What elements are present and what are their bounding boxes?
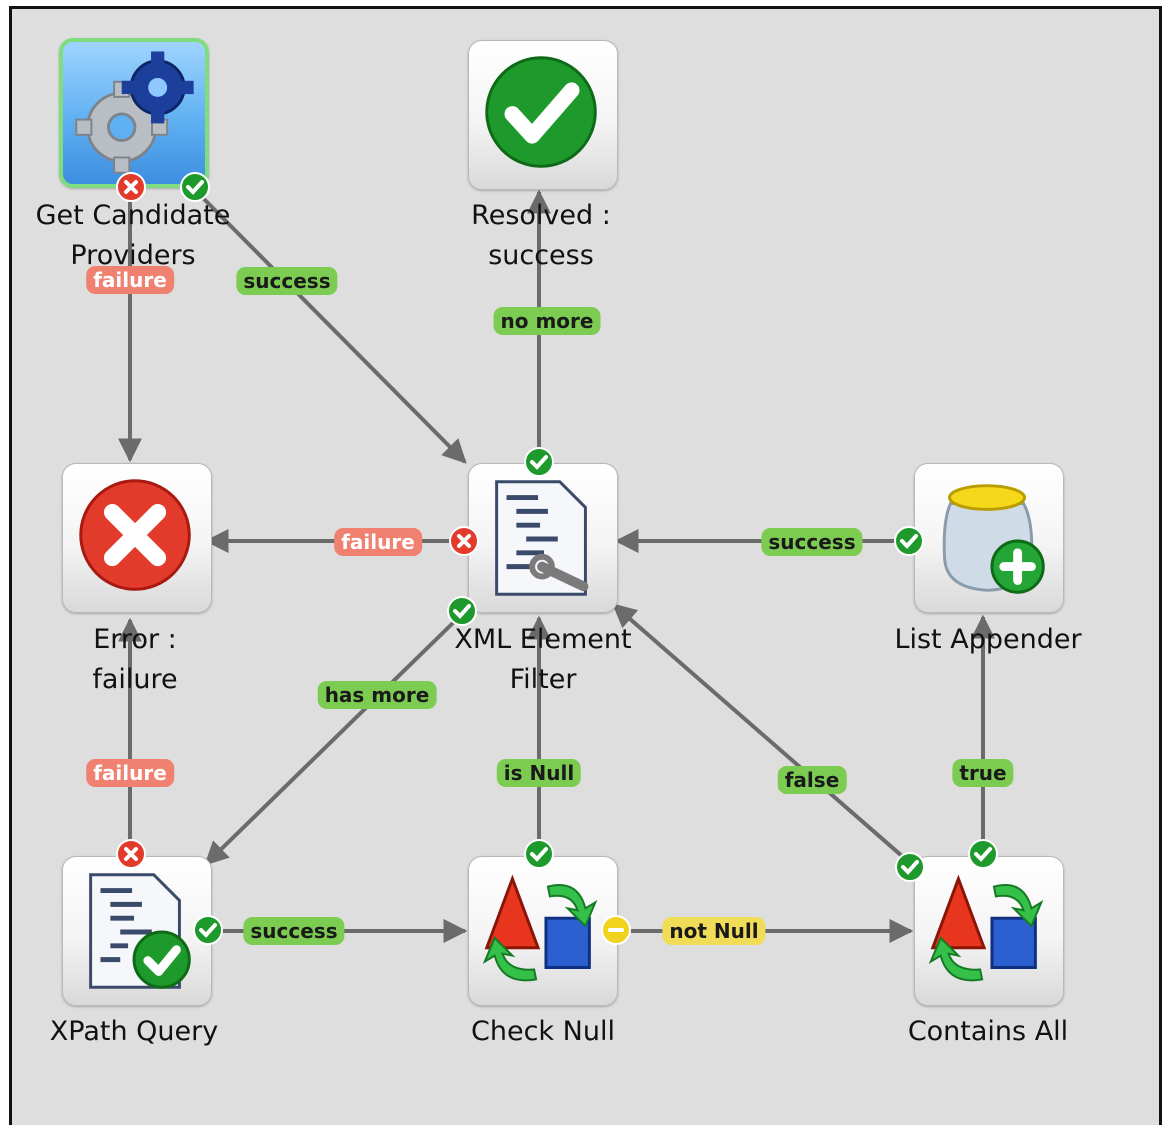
edge-label-no-more[interactable]: no more	[493, 307, 601, 335]
node-label-xml-element-filter: XML Element Filter	[413, 620, 673, 700]
node-label-get-candidate-providers: Get Candidate Providers	[3, 196, 263, 276]
node-error-failure[interactable]	[62, 463, 212, 613]
edge-label-false[interactable]: false	[777, 766, 847, 794]
node-xml-element-filter[interactable]	[468, 463, 618, 613]
red-x-icon	[79, 479, 191, 591]
label-line-2: Providers	[70, 240, 196, 271]
edge-label-is-null[interactable]: is Null	[496, 759, 582, 787]
node-label-check-null: Check Null	[413, 1012, 673, 1052]
node-check-null[interactable]	[468, 856, 618, 1006]
edge-label-success[interactable]: success	[761, 528, 863, 556]
green-check-icon	[485, 56, 597, 168]
edge-contains-all-to-xml-filter[interactable]	[612, 603, 904, 858]
success-port-icon[interactable]	[895, 852, 925, 882]
label-line-1: XPath Query	[49, 1016, 219, 1047]
shapes-icon	[482, 874, 598, 982]
success-port-icon[interactable]	[524, 447, 554, 477]
node-label-list-appender: List Appender	[858, 620, 1118, 660]
label-line-1: Resolved :	[471, 200, 611, 231]
node-contains-all[interactable]	[914, 856, 1064, 1006]
success-port-icon[interactable]	[968, 839, 998, 869]
edge-label-failure[interactable]: failure	[86, 759, 174, 787]
label-line-2: success	[488, 240, 594, 271]
edge-get-candidate-to-xml-filter[interactable]	[198, 193, 467, 464]
success-port-icon[interactable]	[894, 526, 924, 556]
node-label-contains-all: Contains All	[858, 1012, 1118, 1052]
node-resolved-success[interactable]	[468, 40, 618, 190]
neutral-port-icon[interactable]	[601, 915, 631, 945]
label-line-1: XML Element	[454, 624, 632, 655]
edge-label-true[interactable]: true	[952, 759, 1014, 787]
label-line-1: Contains All	[907, 1016, 1069, 1047]
label-line-2: Filter	[509, 664, 577, 695]
edge-label-failure[interactable]: failure	[86, 266, 174, 294]
edge-label-has-more[interactable]: has more	[317, 681, 437, 709]
edge-xml-filter-to-xpath[interactable]	[204, 618, 458, 866]
success-port-icon[interactable]	[447, 596, 477, 626]
node-list-appender[interactable]	[914, 463, 1064, 613]
shapes-icon	[928, 874, 1044, 982]
failure-port-icon[interactable]	[449, 526, 479, 556]
gears-icon	[75, 51, 194, 174]
success-port-icon[interactable]	[524, 839, 554, 869]
node-xpath-query[interactable]	[62, 856, 212, 1006]
label-line-1: Error :	[93, 624, 177, 655]
failure-port-icon[interactable]	[116, 839, 146, 869]
edge-label-failure[interactable]: failure	[334, 528, 422, 556]
node-get-candidate-providers[interactable]	[59, 38, 209, 188]
success-port-icon[interactable]	[193, 915, 223, 945]
document-wrench-icon	[495, 480, 589, 596]
edge-label-not-null[interactable]: not Null	[662, 917, 766, 945]
edge-label-success[interactable]: success	[243, 917, 345, 945]
document-check-icon	[89, 873, 191, 989]
success-port-icon[interactable]	[180, 172, 210, 202]
jar-plus-icon	[942, 484, 1045, 594]
label-line-1: Check Null	[471, 1016, 615, 1047]
node-label-xpath-query: XPath Query	[4, 1012, 264, 1052]
label-line-1: List Appender	[894, 624, 1082, 655]
label-line-1: Get Candidate	[35, 200, 231, 231]
node-label-error-failure: Error : failure	[5, 620, 265, 700]
failure-port-icon[interactable]	[116, 172, 146, 202]
node-label-resolved-success: Resolved : success	[411, 196, 671, 276]
label-line-2: failure	[92, 664, 178, 695]
edge-label-success[interactable]: success	[236, 267, 338, 295]
